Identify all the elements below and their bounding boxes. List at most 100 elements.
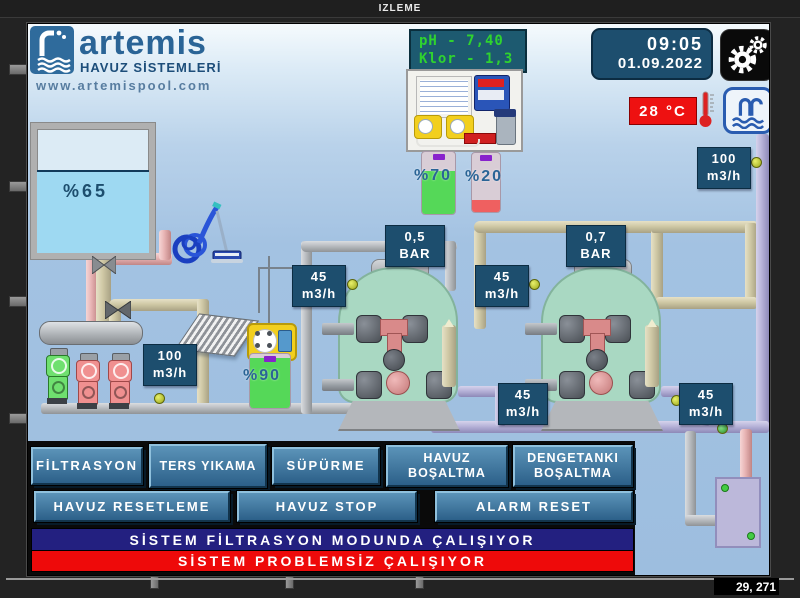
pool-temperature: 28 °C <box>629 97 697 125</box>
pump-ring <box>82 386 95 399</box>
pump-ring <box>81 363 97 379</box>
cursor-coordinates-readout: 29, 271 <box>714 578 779 595</box>
pipe-segment <box>651 221 663 309</box>
dosing-panel-image <box>406 69 523 152</box>
chlorine-value: Klor - 1,3 <box>419 50 514 67</box>
tank-level-value: %65 <box>63 181 109 201</box>
pipe-segment <box>301 241 312 414</box>
status-bar-health: SİSTEM PROBLEMSİZ ÇALIŞIYOR <box>31 550 634 572</box>
pump-ring <box>114 386 127 399</box>
filter-pipe <box>322 323 354 335</box>
pump-dot <box>267 343 272 348</box>
pipe-segment <box>756 134 769 433</box>
filter-pipe <box>322 379 354 391</box>
filter-flange <box>559 371 585 399</box>
panel-tube <box>416 139 480 147</box>
pipe-segment <box>685 431 696 526</box>
pressure-value: 0,7 <box>585 229 607 245</box>
flow-sensor <box>347 279 358 290</box>
filter-flange <box>356 371 382 399</box>
filter-flange <box>559 315 585 343</box>
sand-filter-1 <box>322 259 460 439</box>
filter-flange <box>356 315 382 343</box>
flow-label-filter2-out: 45 m3/h <box>679 383 733 425</box>
flow-value: 45 <box>310 269 328 285</box>
water-quality-display: pH - 7,40 Klor - 1,3 <box>409 29 527 73</box>
chem-cap <box>264 356 276 362</box>
pressure-unit: BAR <box>399 246 431 261</box>
sensor-wire <box>258 267 293 269</box>
pressure-value: 0,5 <box>404 229 426 245</box>
chem-tank-1-level: %70 <box>414 167 453 184</box>
chem-cap <box>432 154 445 160</box>
pool-view-button[interactable] <box>723 87 769 134</box>
circulation-pump-stopped <box>108 353 132 409</box>
pump-dot <box>267 331 272 336</box>
panel-pump-1-face <box>418 119 433 134</box>
flow-sensor <box>751 157 762 168</box>
frame-tick <box>9 64 27 75</box>
flow-value: 45 <box>493 269 511 285</box>
pump-manifold <box>39 321 143 345</box>
pressure-unit: BAR <box>580 246 612 261</box>
chem-fill <box>422 170 455 214</box>
flow-unit: m3/h <box>301 286 337 301</box>
sensor-wire <box>268 256 270 324</box>
pipe-segment <box>301 241 457 252</box>
frame-tick <box>415 574 424 589</box>
panel-label <box>416 76 472 118</box>
pipe-segment <box>109 299 209 311</box>
balance-tank: %65 <box>31 123 155 259</box>
clock-display: 09:05 01.09.2022 <box>591 28 713 80</box>
status-bar-mode: SİSTEM FİLTRASYON MODUNDA ÇALIŞIYOR <box>31 528 634 551</box>
sand-filter-2 <box>525 259 663 439</box>
button-havuz-bosaltma[interactable]: HAVUZ BOŞALTMA <box>385 444 509 488</box>
flow-sensor <box>154 393 165 404</box>
dosing-pump-controller <box>278 330 292 352</box>
flow-value: 45 <box>697 387 715 403</box>
circulation-pump-running <box>46 348 70 404</box>
filter-knob <box>586 349 608 371</box>
button-havuz-stop[interactable]: HAVUZ STOP <box>236 490 418 523</box>
status-led <box>747 532 755 540</box>
button-alarm-reset[interactable]: ALARM RESET <box>434 490 634 523</box>
chem-cap <box>480 155 492 161</box>
panel-red-label <box>464 133 496 144</box>
brand-website: www.artemispool.com <box>36 78 212 93</box>
button-ters-yikama[interactable]: TERS YIKAMA <box>148 443 268 489</box>
date-value: 01.09.2022 <box>617 55 703 72</box>
button-filtrasyon[interactable]: FİLTRASYON <box>30 446 144 486</box>
chem-tank-3-level: %90 <box>243 367 282 384</box>
title-bar: IZLEME <box>0 0 800 18</box>
button-dengetanki-bosaltma[interactable]: DENGETANKI BOŞALTMA <box>512 444 634 488</box>
pipe-segment <box>86 253 98 333</box>
chem-tank-2-level: %20 <box>465 168 504 185</box>
flow-unit: m3/h <box>152 365 188 380</box>
button-havuz-resetleme[interactable]: HAVUZ RESETLEME <box>33 490 231 523</box>
sensor-wire <box>258 267 260 313</box>
pool-vacuum-image <box>172 201 243 264</box>
frame-tick <box>9 413 27 424</box>
settings-button[interactable] <box>720 29 769 81</box>
circulation-pump-stopped <box>76 353 100 409</box>
pipe-segment <box>445 241 456 291</box>
flow-unit: m3/h <box>484 286 520 301</box>
filter-drain <box>386 371 410 395</box>
chem-tank-3 <box>249 353 291 409</box>
button-supurme[interactable]: SÜPÜRME <box>271 446 381 486</box>
controller-display <box>478 79 504 87</box>
pipe-segment <box>41 403 437 414</box>
pipe-segment <box>651 221 757 233</box>
valve-icon <box>105 301 131 319</box>
pump-dot <box>255 331 260 336</box>
pipe-segment <box>458 386 506 397</box>
flow-label-filter1-out: 45 m3/h <box>498 383 548 425</box>
filter-pipe <box>525 323 557 335</box>
filter-side-pipe <box>442 325 456 387</box>
flow-label-pumps: 100 m3/h <box>143 344 197 386</box>
pipe-segment <box>685 515 721 526</box>
flow-value: 45 <box>514 387 532 403</box>
pipe-segment <box>159 230 171 260</box>
ph-value: pH - 7,40 <box>419 33 504 49</box>
